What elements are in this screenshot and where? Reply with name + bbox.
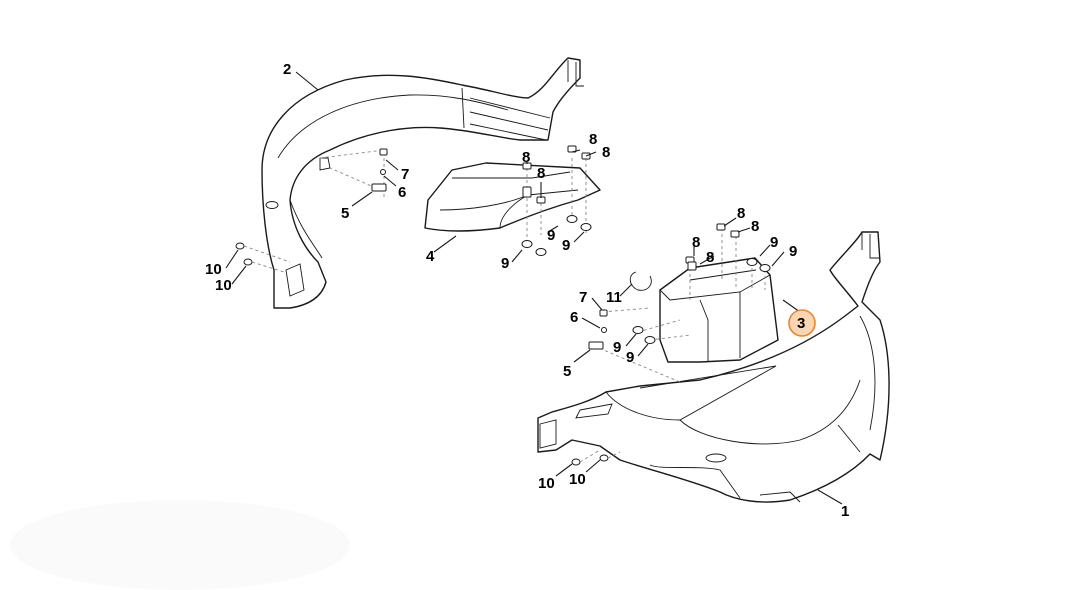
callout-9-g[interactable]: 9 [626,349,634,366]
callout-4[interactable]: 4 [426,248,435,265]
callout-3-highlight [788,309,816,337]
callout-9-b[interactable]: 9 [562,237,570,254]
leader-lines [225,71,843,505]
callout-10-b[interactable]: 10 [215,277,232,294]
callout-6-right[interactable]: 6 [570,309,578,326]
callout-6-left[interactable]: 6 [398,184,406,201]
callout-9-e[interactable]: 9 [789,243,797,260]
callout-11[interactable]: 11 [606,289,622,306]
callout-8-d[interactable]: 8 [602,144,610,161]
part-4-hardware [235,145,592,273]
callout-9-d[interactable]: 9 [770,234,778,251]
callout-5-left[interactable]: 5 [341,205,349,222]
background-shadow [10,500,350,590]
callout-1[interactable]: 1 [841,503,849,520]
callout-3[interactable]: 3 [797,315,805,332]
part-1-body[interactable] [537,231,890,503]
callout-10-d[interactable]: 10 [569,471,586,488]
callout-8-a[interactable]: 8 [522,149,530,166]
part-2-fender[interactable] [261,57,584,309]
callout-8-b[interactable]: 8 [537,165,545,182]
callout-9-a[interactable]: 9 [547,227,555,244]
callout-8-h[interactable]: 8 [751,218,759,235]
callout-8-f[interactable]: 8 [706,249,714,266]
callout-10-a[interactable]: 10 [205,261,222,278]
callout-8-c[interactable]: 8 [589,131,597,148]
callout-2[interactable]: 2 [283,61,291,78]
callout-7-right[interactable]: 7 [579,289,587,306]
callouts: 2 7 6 5 8 8 8 8 9 9 9 4 10 10 8 8 8 8 9 … [205,61,849,520]
callout-7-left[interactable]: 7 [401,166,409,183]
part-3-cover[interactable] [659,257,779,363]
callout-8-g[interactable]: 8 [737,205,745,222]
callout-8-e[interactable]: 8 [692,234,700,251]
callout-9-f[interactable]: 9 [613,339,621,356]
callout-5-right[interactable]: 5 [563,363,571,380]
callout-10-c[interactable]: 10 [538,475,555,492]
part-3-hardware [571,223,771,466]
callout-9-c[interactable]: 9 [501,255,509,272]
